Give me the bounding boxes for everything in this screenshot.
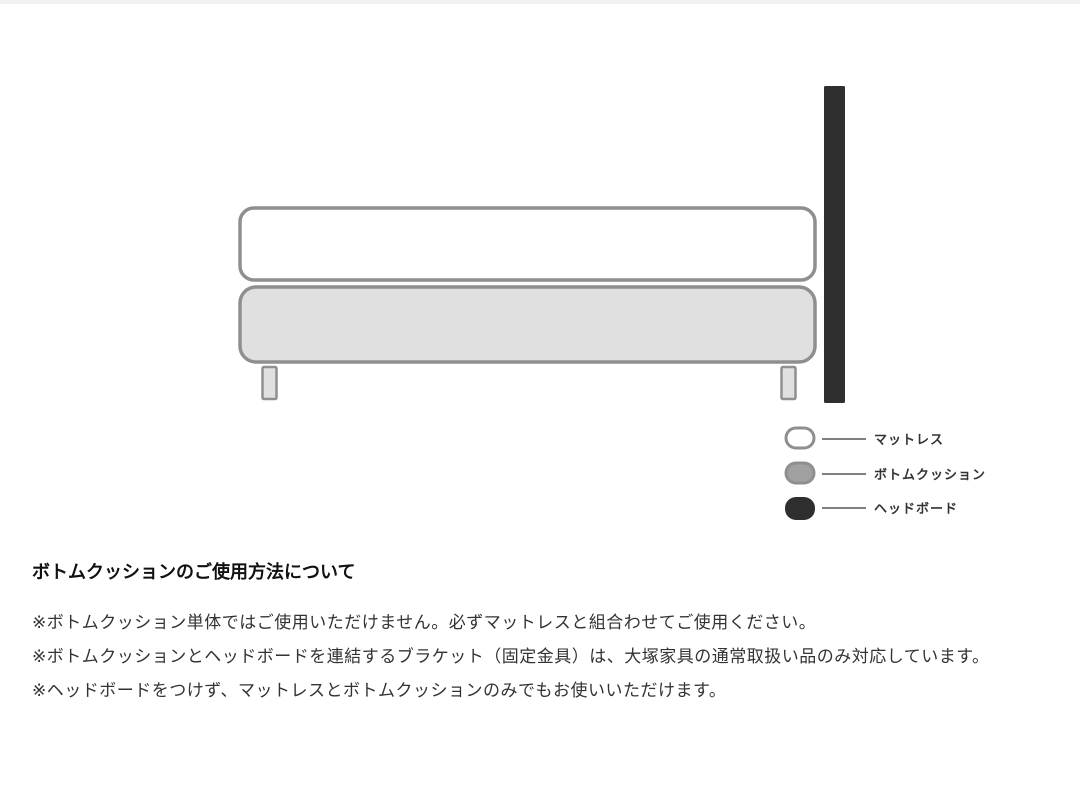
legend-swatch-headboard [785,497,815,520]
legend-swatch-bottom-cushion [784,461,816,485]
usage-note: ※ボトムクッション単体ではご使用いただけません。必ずマットレスと組合わせてご使用… [32,613,817,633]
headboard-shape [824,86,845,403]
legend-item-mattress: マットレス [784,426,944,450]
usage-note: ※ヘッドボードをつけず、マットレスとボトムクッションのみでもお使いいただけます。 [32,681,727,701]
top-divider [0,0,1080,4]
mattress-shape [238,206,817,282]
legend-item-bottom-cushion: ボトムクッション [784,461,986,485]
legend-label-headboard: ヘッドボード [874,501,958,517]
legend-item-headboard: ヘッドボード [785,497,958,520]
legend: マットレス ボトムクッション ヘッドボード [784,426,986,520]
bed-leg-left [261,365,278,401]
usage-note: ※ボトムクッションとヘッドボードを連結するブラケット（固定金具）は、大塚家具の通… [32,647,990,667]
bottom-cushion-shape [238,285,817,364]
bed-diagram: マットレス ボトムクッション ヘッドボード [238,86,986,520]
legend-label-mattress: マットレス [874,433,944,448]
usage-section: ボトムクッションのご使用方法について ※ボトムクッション単体ではご使用いただけま… [32,558,1062,708]
bed-leg-right [780,365,797,401]
legend-swatch-mattress [784,426,816,450]
legend-label-bottom-cushion: ボトムクッション [874,467,986,483]
section-title: ボトムクッションのご使用方法について [32,562,356,583]
